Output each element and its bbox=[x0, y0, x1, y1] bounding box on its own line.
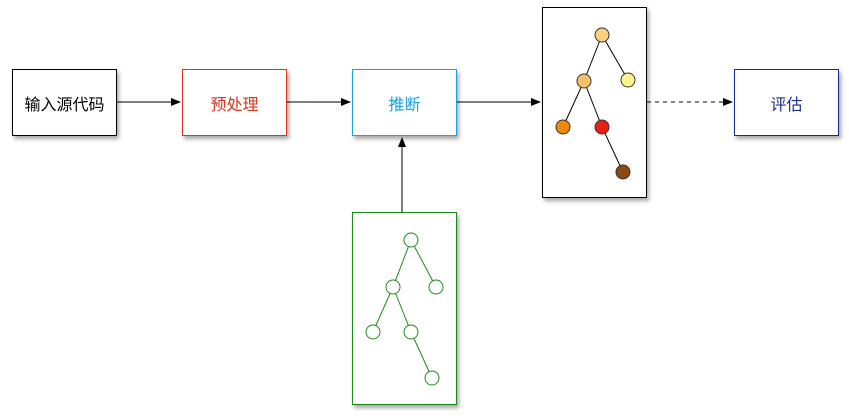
model-edge bbox=[410, 331, 433, 379]
result-edge bbox=[601, 34, 629, 81]
model-edge bbox=[392, 239, 412, 288]
result-tree bbox=[555, 27, 636, 180]
model-edge bbox=[372, 286, 394, 333]
evaluate-label: 评估 bbox=[770, 94, 803, 114]
result-node-leaf bbox=[615, 164, 631, 180]
model-node-root bbox=[403, 232, 419, 248]
result-node-left-left bbox=[555, 119, 571, 135]
preprocess-label: 预处理 bbox=[210, 94, 259, 114]
result-node-left bbox=[576, 73, 592, 89]
model-edge bbox=[392, 286, 412, 333]
model-node-left-right bbox=[403, 324, 419, 340]
result-edge bbox=[583, 80, 603, 128]
evaluate-box: 评估 bbox=[734, 69, 839, 136]
model-node-leaf bbox=[424, 370, 440, 386]
result-node-right bbox=[620, 72, 636, 88]
result-node-root bbox=[594, 27, 610, 43]
result-tree-panel bbox=[542, 7, 647, 198]
inference-box: 推断 bbox=[352, 69, 457, 136]
model-tree-panel bbox=[352, 212, 457, 405]
model-node-left-left bbox=[365, 324, 381, 340]
model-edge bbox=[410, 239, 437, 288]
preprocess-box: 预处理 bbox=[182, 69, 287, 136]
model-tree bbox=[365, 232, 444, 386]
result-edge bbox=[562, 80, 585, 128]
input-source-code-box: 输入源代码 bbox=[12, 69, 117, 136]
inference-label: 推断 bbox=[388, 94, 421, 114]
input-source-code-label: 输入源代码 bbox=[24, 94, 105, 114]
result-node-left-right bbox=[594, 119, 610, 135]
model-node-right bbox=[428, 279, 444, 295]
model-node-left bbox=[385, 279, 401, 295]
result-edge bbox=[583, 34, 603, 82]
result-edge bbox=[601, 126, 624, 173]
